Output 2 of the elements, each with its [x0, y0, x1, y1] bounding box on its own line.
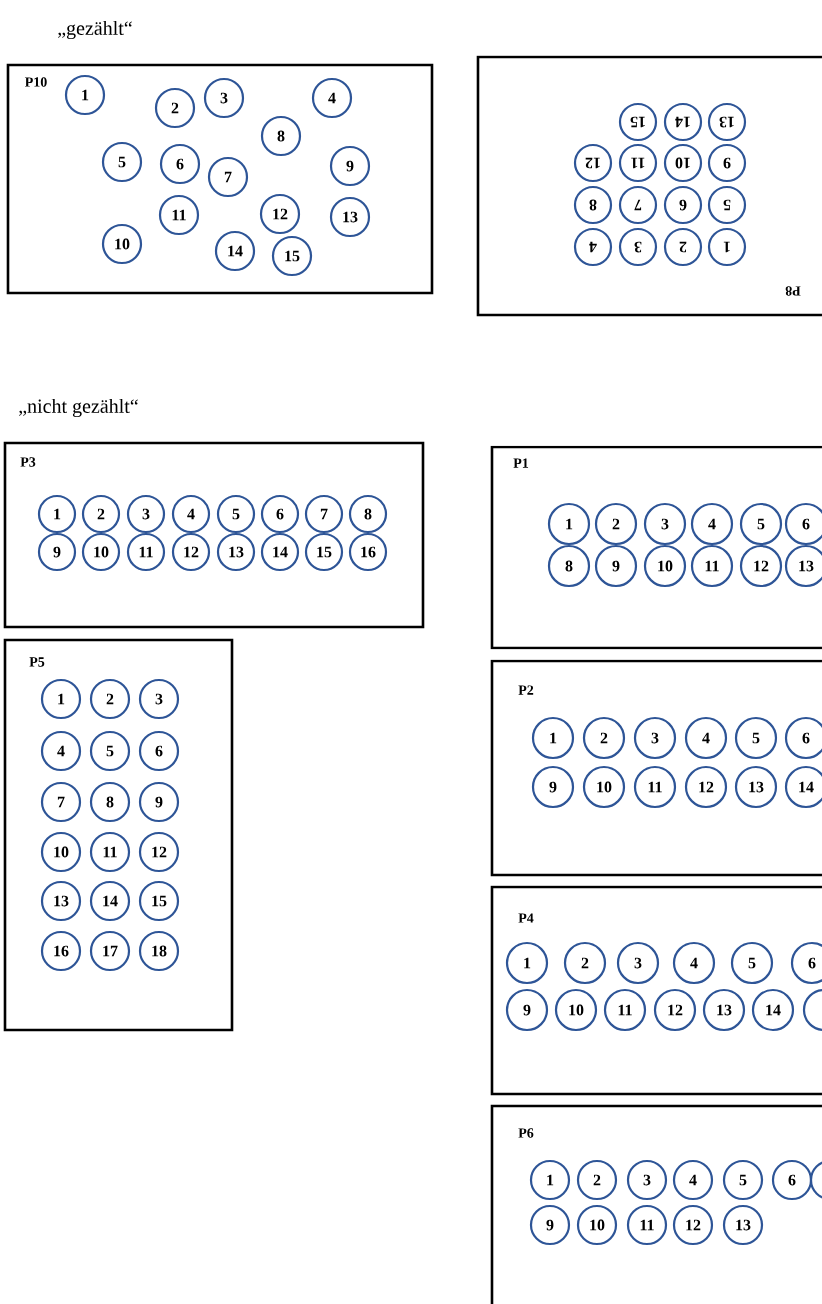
- heading: „nicht gezählt“: [19, 398, 138, 418]
- heading: „gezählt“: [58, 20, 132, 40]
